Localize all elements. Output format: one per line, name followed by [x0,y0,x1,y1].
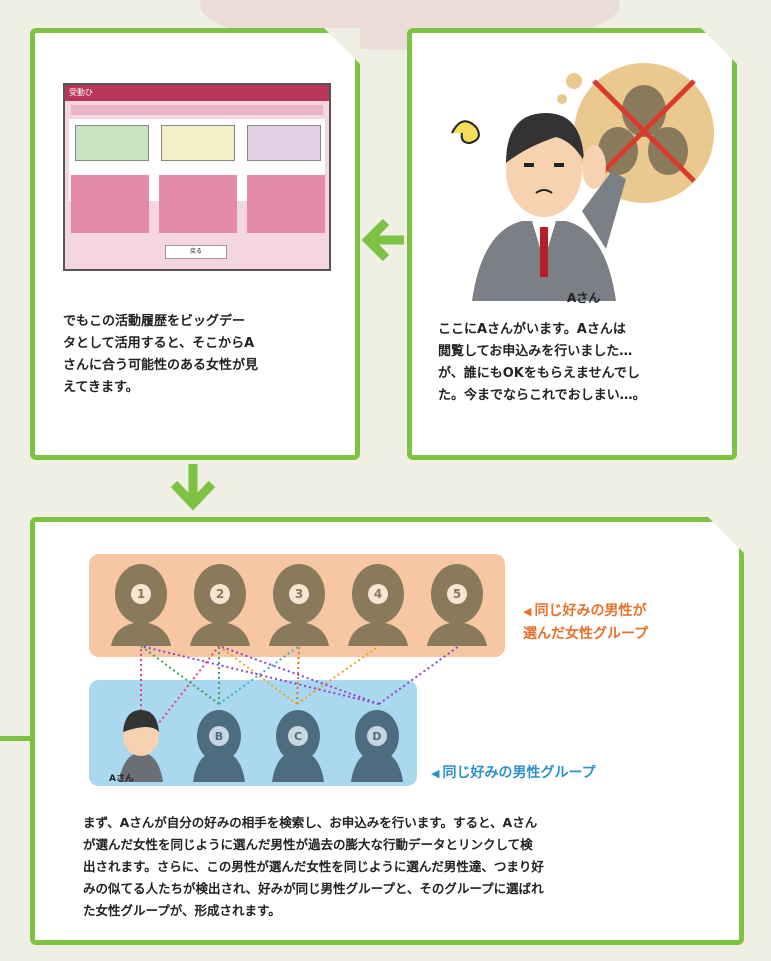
female-silhouette-2: 2 [190,564,250,646]
male-letter: C [294,730,302,743]
a-san-small-label: Aさん [109,774,134,784]
male-silhouette-C: C [272,710,324,782]
male-silhouette-D: D [351,710,403,782]
female-group-label: ◀同じ好みの男性が 選んだ女性グループ [523,603,649,642]
mini-box-3 [247,125,321,161]
female-number: 4 [374,587,382,601]
female-silhouette-4: 4 [348,564,408,646]
mini-card-1 [71,175,149,233]
male-group-label: ◀同じ好みの男性グループ [431,765,596,781]
male-silhouette-B: B [193,710,245,782]
male-letter: D [372,730,381,743]
panel-group-formation: 1 2 3 4 5 B C D Aさん ◀同じ好みの男性が 選んだ女性グループ ◀同じ好みの… [30,517,744,945]
female-silhouette-5: 5 [427,564,487,646]
a-san-illustration [451,63,714,301]
group-diagram: 1 2 3 4 5 B C D [111,564,487,782]
mini-card-3 [247,175,325,233]
male-letter: B [215,730,223,743]
panel-activity-history: 受動ひ 戻る でもこの活動履歴をビッグデー タとして活用すると、そこからA さん… [30,28,360,460]
frame-connector [0,736,32,741]
activity-history-description: でもこの活動履歴をビッグデー タとして活用すると、そこからA さんに合う可能性の… [63,314,259,395]
confused-swirl-icon [451,120,480,145]
mini-box-2 [161,125,235,161]
rejected-women-bubble [574,63,714,203]
female-silhouette-1: 1 [111,564,171,646]
mini-box-1 [75,125,149,161]
arrow-left-icon [362,218,404,262]
arrow-down-icon [170,464,216,510]
female-number: 3 [295,587,303,601]
female-silhouette-3: 3 [269,564,329,646]
mini-card-2 [159,175,237,233]
female-number: 1 [137,587,145,601]
activity-history-screenshot: 受動ひ 戻る [63,83,331,271]
a-san-name-label: Aさん [567,291,601,305]
panel-a-san: Aさん ここにAさんがいます。Aさんは 閲覧してお申込みを行いました… が、誰に… [407,28,737,460]
mini-header-text: 受動ひ [69,88,93,97]
a-san-small-figure [119,710,163,782]
group-formation-description: まず、Aさんが自分の好みの相手を検索し、お申込みを行います。すると、Aさん が選… [83,815,544,918]
female-number: 2 [216,587,224,601]
female-number: 5 [453,587,461,601]
mini-back-button: 戻る [165,245,227,259]
a-san-description: ここにAさんがいます。Aさんは 閲覧してお申込みを行いました… が、誰にもOKを… [438,322,646,403]
a-san-figure [472,113,626,301]
